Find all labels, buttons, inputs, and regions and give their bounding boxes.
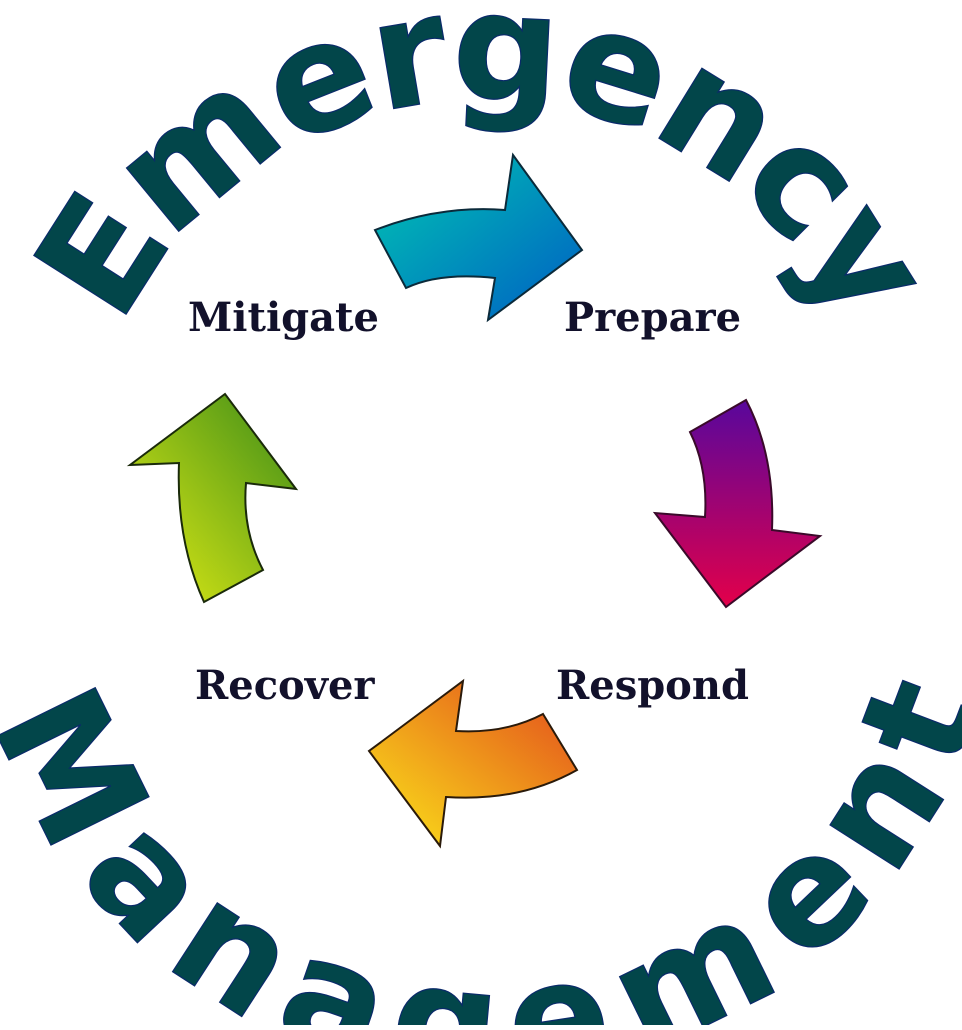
stage-label-prepare: Prepare (564, 294, 742, 341)
title-bottom-word: Management (0, 660, 962, 1025)
stage-label-mitigate: Mitigate (188, 294, 379, 341)
stage-label-respond: Respond (556, 662, 749, 709)
arrow-up-icon (126, 392, 299, 604)
arrow-left-icon (367, 678, 579, 849)
arrow-right-icon (373, 152, 584, 323)
arrow-down-icon (652, 398, 823, 609)
stage-label-recover: Recover (195, 662, 375, 709)
title-top-word: Emergency (2, 0, 962, 347)
